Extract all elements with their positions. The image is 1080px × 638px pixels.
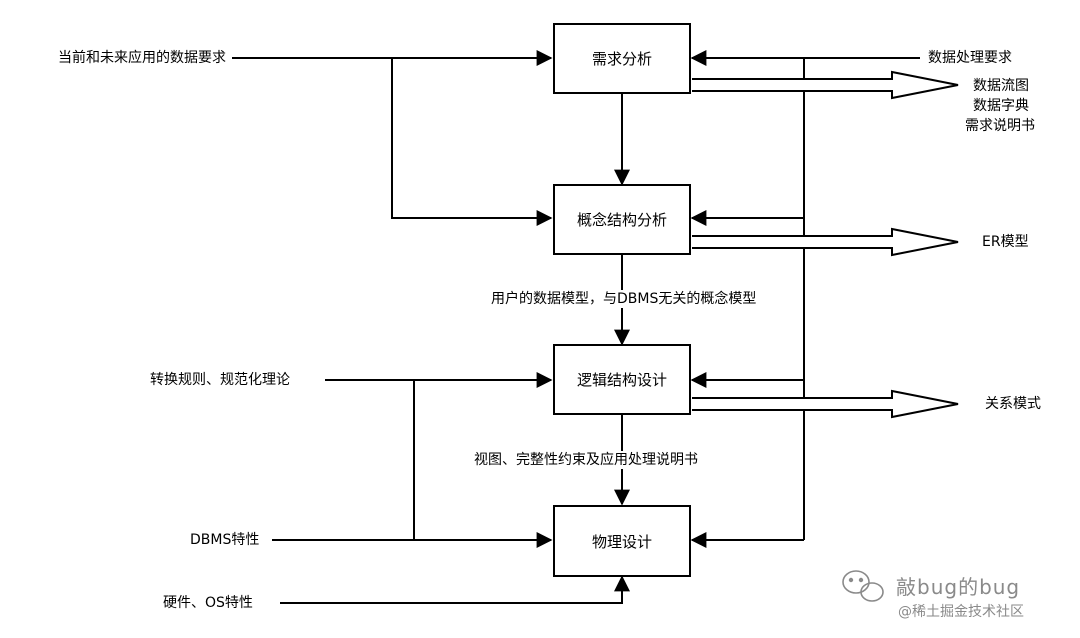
output-arrow-logical — [692, 389, 959, 419]
output-arrow-conceptual — [692, 227, 959, 257]
label-logical-to-physical: 视图、完整性约束及应用处理说明书 — [474, 451, 698, 469]
label-dbms-features: DBMS特性 — [190, 532, 260, 548]
input-line-hw-os — [280, 575, 630, 604]
wechat-icon — [842, 570, 884, 602]
label-output-relational: 关系模式 — [985, 396, 1041, 412]
box-requirements-analysis: 需求分析 — [553, 23, 691, 94]
box-conceptual-analysis: 概念结构分析 — [553, 184, 691, 255]
label-output-dfd: 数据流图 — [973, 78, 1029, 94]
box-logical-design: 逻辑结构设计 — [553, 344, 691, 415]
box-conceptual-label: 概念结构分析 — [576, 211, 667, 229]
label-concept-to-logical: 用户的数据模型，与DBMS无关的概念模型 — [491, 290, 757, 308]
label-output-spec: 需求说明书 — [965, 118, 1035, 134]
label-current-future-requirements: 当前和未来应用的数据要求 — [58, 50, 226, 66]
output-arrow-requirements — [692, 70, 959, 100]
box-physical-design: 物理设计 — [553, 505, 691, 577]
box-physical-label: 物理设计 — [591, 532, 652, 551]
watermark-author: 敲bug的bug — [896, 575, 1021, 599]
label-hw-os-features: 硬件、OS特性 — [163, 595, 253, 611]
box-requirements-label: 需求分析 — [591, 50, 652, 68]
watermark-site: @稀土掘金技术社区 — [898, 604, 1024, 620]
label-output-er: ER模型 — [982, 234, 1029, 250]
label-conversion-rules: 转换规则、规范化理论 — [150, 372, 290, 388]
branch-to-conceptual — [391, 58, 553, 226]
label-output-dictionary: 数据字典 — [973, 98, 1029, 114]
label-data-processing-requirements: 数据处理要求 — [928, 50, 1012, 66]
box-logical-label: 逻辑结构设计 — [576, 371, 667, 389]
